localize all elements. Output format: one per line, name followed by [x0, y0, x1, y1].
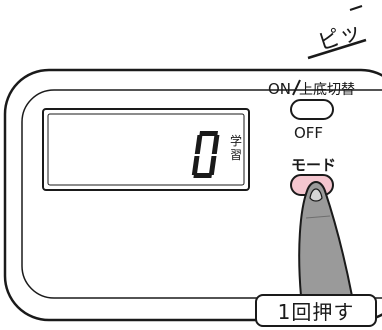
mode-label: モード	[291, 156, 336, 174]
lcd-caption-char-1: 学	[230, 133, 242, 148]
lcd-display	[42, 108, 250, 191]
power-extra-label: 上底切替	[299, 82, 355, 98]
power-label-slash	[292, 79, 301, 96]
power-off-label: OFF	[294, 124, 323, 142]
power-on-label: ON	[268, 80, 291, 98]
finger-icon	[298, 181, 354, 297]
sound-effect: ピッ	[307, 5, 367, 60]
instruction-callout: 1回押す	[255, 294, 377, 327]
sound-effect-underline	[307, 38, 367, 60]
sound-effect-text: ピッ	[315, 19, 365, 56]
lcd-digit-zero	[191, 131, 220, 178]
instruction-text: 1回押す	[277, 300, 355, 324]
lcd-caption-char-2: 習	[230, 148, 242, 162]
fingernail-icon	[309, 188, 323, 202]
finger-crease	[305, 215, 331, 219]
lcd-display-inner	[47, 113, 245, 186]
device-inner-panel	[21, 89, 382, 299]
power-button[interactable]	[290, 99, 334, 120]
sound-effect-stroke	[349, 5, 363, 11]
